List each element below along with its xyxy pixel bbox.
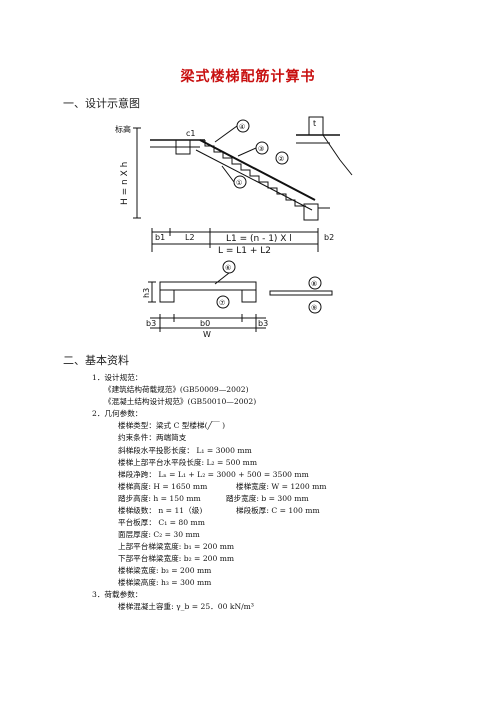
slab-thickness: 梯段板厚: C = 100 mm <box>236 506 320 515</box>
t-label: t <box>313 119 316 128</box>
upper-beam-width: 上部平台梯梁宽度: b₁ = 200 mm <box>118 542 235 551</box>
concrete-density: 楼梯混凝土容重: γ_b = 25．00 kN/m³ <box>118 602 254 611</box>
finish-thickness: 面层厚度: C₂ = 30 mm <box>118 530 200 539</box>
total-length-label: L = L1 + L2 <box>218 246 271 256</box>
lower-beam-width: 下部平台梯梁宽度: b₂ = 200 mm <box>118 554 235 563</box>
height-label: H = n X h <box>120 162 130 205</box>
support-condition: 约束条件：两端简支 <box>118 433 187 442</box>
l2-label: L2 <box>185 233 195 242</box>
mark-9: ⑨ <box>311 304 317 312</box>
b2-label: b2 <box>324 233 334 242</box>
beam-width: 楼梯梁宽度: b₃ = 200 mm <box>118 566 212 575</box>
item-geometry: 2．几何参数： <box>92 409 143 418</box>
b1-label: b1 <box>155 233 165 242</box>
item-loads: 3．荷载参数： <box>92 590 143 599</box>
elevation-label: 标高 <box>115 124 131 134</box>
code-concrete: 《混凝土结构设计规范》(GB50010—2002) <box>104 397 257 406</box>
c1-label: c1 <box>186 129 196 138</box>
mark-1: ① <box>236 179 242 187</box>
mark-8: ⑧ <box>311 280 317 288</box>
stair-width: 楼梯宽度: W = 1200 mm <box>236 482 327 491</box>
flight-length: 斜梯段水平投影长度： L₁ = 3000 mm <box>118 446 252 455</box>
b3-label-left: b3 <box>146 319 156 328</box>
net-span: 梯段净跨： Lₙ = L₁ + L₂ = 3000 + 500 = 3500 m… <box>118 470 309 479</box>
flight-length-label: L1 = (n - 1) X l <box>226 234 292 244</box>
mark-6: ⑥ <box>225 264 231 272</box>
page-title: 梁式楼梯配筋计算书 <box>180 69 316 85</box>
item-codes: 1．设计规范： <box>92 373 143 382</box>
mark-3: ③ <box>258 145 264 153</box>
mark-7: ⑦ <box>219 299 225 307</box>
code-load: 《建筑结构荷载规范》(GB50009—2002) <box>104 385 249 394</box>
mark-4: ④ <box>239 123 245 131</box>
b0-label: b0 <box>200 319 210 328</box>
stair-height: 楼梯高度: H = 1650 mm <box>118 482 208 491</box>
beam-height: 楼梯梁高度: h₃ = 300 mm <box>118 578 212 587</box>
platform-length: 楼梯上部平台水平段长度: L₂ = 500 mm <box>118 458 258 467</box>
mark-2: ② <box>278 155 284 163</box>
section-heading-diagram: 一、设计示意图 <box>63 97 140 110</box>
step-height: 踏步高度: h = 150 mm <box>118 494 201 503</box>
stair-type: 楼梯类型：梁式 C 型楼梯(╱￣ ) <box>118 421 226 430</box>
section-heading-basic-data: 二、基本资料 <box>63 354 129 367</box>
width-label: W <box>203 330 211 339</box>
platform-thickness: 平台板厚： C₁ = 80 mm <box>118 518 205 527</box>
step-count: 楼梯级数： n = 11（级) <box>118 506 203 515</box>
b3-label-right: b3 <box>258 319 268 328</box>
h3-label: h3 <box>142 288 151 298</box>
step-width: 踏步宽度: b = 300 mm <box>226 494 309 503</box>
